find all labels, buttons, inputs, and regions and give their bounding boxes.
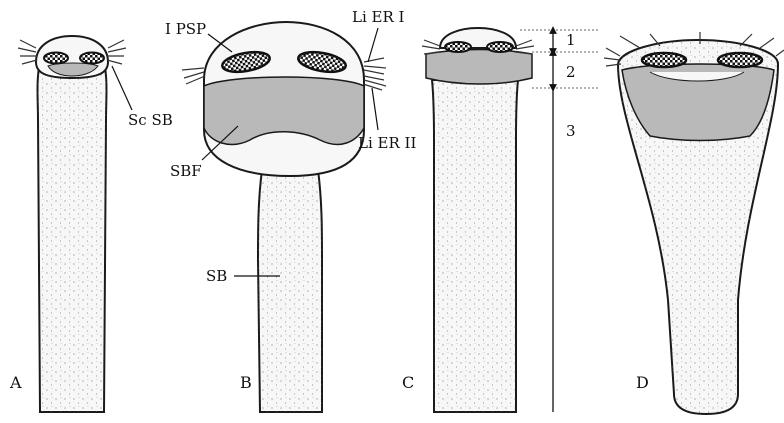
scale-label-2: 2 (566, 63, 576, 81)
panel-c-letter: C (402, 373, 414, 392)
panel-d-letter: D (636, 373, 649, 392)
checkered-oval-icon (445, 42, 471, 52)
li-er-2-leader (372, 88, 378, 130)
li-er-2-label: Li ER II (358, 134, 416, 152)
checkered-oval-icon (642, 53, 686, 67)
li-er-1-leader (368, 28, 378, 62)
sc-sb-label: Sc SB (128, 111, 173, 129)
panel-b: I PSP Li ER I Li ER II SBF SB B (165, 8, 416, 412)
sc-sb-leader (112, 66, 132, 110)
checkered-oval-icon (487, 42, 513, 52)
checkered-oval-icon (44, 53, 68, 64)
panel-c-grey-band (426, 50, 532, 85)
panel-a-letter: A (9, 373, 22, 392)
i-psp-label: I PSP (165, 20, 206, 38)
panel-b-letter: B (240, 373, 252, 392)
panel-d: D (604, 32, 784, 414)
li-er-1-label: Li ER I (352, 8, 405, 26)
checkered-oval-icon (718, 53, 762, 67)
panel-c: 1 2 3 C (402, 28, 600, 412)
sb-label: SB (206, 267, 227, 285)
panel-a: Sc SB A (9, 36, 173, 412)
scale-label-3: 3 (566, 122, 576, 140)
scale-label-1: 1 (566, 31, 576, 49)
sbf-label: SBF (170, 162, 202, 180)
checkered-oval-icon (80, 53, 104, 64)
